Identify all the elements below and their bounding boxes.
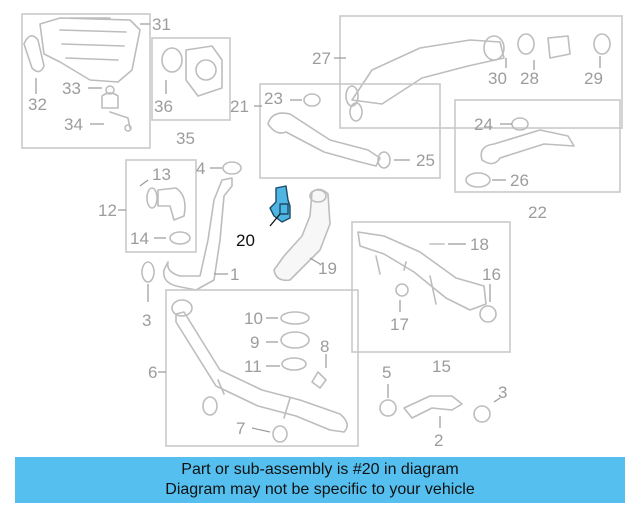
callout-22: 22 — [528, 203, 547, 222]
callout-10: 10 — [244, 309, 263, 328]
callout-25: 25 — [416, 151, 435, 170]
banner-line-2: Diagram may not be specific to your vehi… — [165, 481, 475, 498]
callout-19: 19 — [318, 259, 337, 278]
callout-20: 20 — [236, 231, 255, 250]
callout-17: 17 — [390, 315, 409, 334]
callout-27: 27 — [312, 49, 331, 68]
part-19-pipe — [273, 188, 331, 282]
parts-diagram: 31 32 33 34 36 35 27 30 28 29 — [21, 13, 623, 450]
callout-16: 16 — [482, 265, 501, 284]
callout-1: 1 — [230, 265, 239, 284]
callout-3-right: 3 — [498, 383, 507, 402]
group-box-15 — [351, 221, 511, 353]
callout-15: 15 — [432, 357, 451, 376]
callout-32: 32 — [28, 95, 47, 114]
callout-31: 31 — [152, 15, 171, 34]
callout-30: 30 — [488, 69, 507, 88]
group-hose-1 — [141, 161, 242, 302]
banner-line-1: Part or sub-assembly is #20 in diagram — [181, 461, 459, 478]
callout-23: 23 — [264, 89, 283, 108]
callout-2: 2 — [434, 431, 443, 450]
group-box-6 — [158, 289, 359, 447]
callout-28: 28 — [520, 69, 539, 88]
callout-35: 35 — [176, 129, 195, 148]
callout-4: 4 — [196, 159, 205, 178]
callout-29: 29 — [584, 69, 603, 88]
callout-7: 7 — [236, 419, 245, 438]
callout-26: 26 — [510, 171, 529, 190]
callout-8: 8 — [320, 337, 329, 356]
callout-5: 5 — [382, 363, 391, 382]
callout-33: 33 — [62, 79, 81, 98]
callout-11: 11 — [244, 357, 262, 376]
group-box-35 — [151, 37, 231, 121]
callout-21: 21 — [230, 97, 249, 116]
callout-14: 14 — [130, 229, 149, 248]
callout-18: 18 — [470, 235, 489, 254]
highlighted-part-20 — [269, 185, 291, 227]
callout-12: 12 — [98, 201, 117, 220]
info-banner: Part or sub-assembly is #20 in diagram D… — [15, 457, 625, 503]
group-box-27 — [334, 15, 623, 129]
group-box-21 — [254, 83, 441, 179]
group-box-22 — [454, 99, 621, 193]
callout-34: 34 — [64, 115, 83, 134]
callout-24: 24 — [474, 115, 493, 134]
group-hose-2 — [379, 384, 501, 428]
callout-3-left: 3 — [142, 311, 151, 330]
group-box-12 — [118, 159, 197, 253]
callout-36: 36 — [154, 97, 173, 116]
callout-6: 6 — [148, 363, 157, 382]
callout-13: 13 — [152, 165, 171, 184]
callout-9: 9 — [250, 333, 259, 352]
group-box-31 — [21, 13, 151, 149]
